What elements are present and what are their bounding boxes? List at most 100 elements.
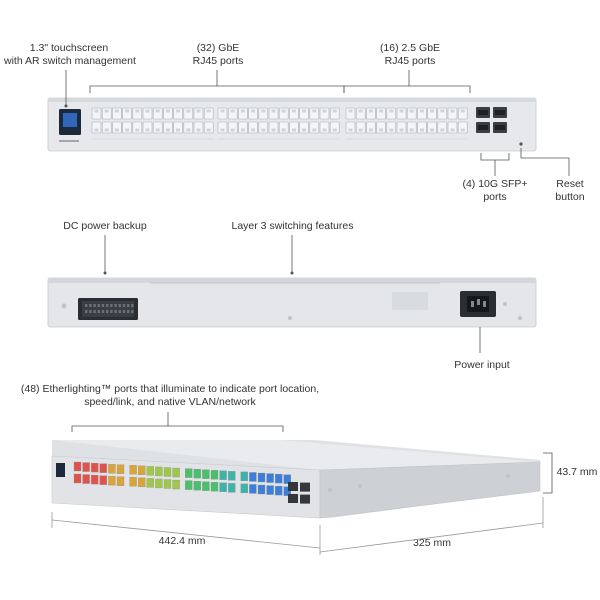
rj45-port[interactable] xyxy=(122,107,132,120)
rj45-port[interactable] xyxy=(183,121,194,134)
rj45-port[interactable] xyxy=(366,107,376,120)
etherlighting-port[interactable] xyxy=(193,480,201,491)
rj45-port[interactable] xyxy=(447,107,458,120)
rj45-port[interactable] xyxy=(376,107,386,120)
etherlighting-port[interactable] xyxy=(108,476,116,486)
etherlighting-port[interactable] xyxy=(163,467,172,477)
rj45-port[interactable] xyxy=(183,107,194,120)
rj45-port[interactable] xyxy=(299,121,309,134)
rj45-port[interactable] xyxy=(101,121,112,134)
rj45-port[interactable] xyxy=(142,121,153,134)
rj45-port[interactable] xyxy=(396,121,407,134)
rj45-port[interactable] xyxy=(163,107,173,120)
rj45-port[interactable] xyxy=(248,107,258,120)
etherlighting-port[interactable] xyxy=(275,485,283,496)
rj45-port[interactable] xyxy=(406,107,417,120)
rj45-port[interactable] xyxy=(193,107,204,120)
rj45-port[interactable] xyxy=(238,107,248,120)
rj45-port[interactable] xyxy=(248,121,258,134)
etherlighting-port[interactable] xyxy=(82,462,90,472)
rj45-port[interactable] xyxy=(417,107,427,120)
etherlighting-port[interactable] xyxy=(138,477,146,488)
rj45-port[interactable] xyxy=(132,107,143,120)
rj45-port[interactable] xyxy=(203,121,214,134)
etherlighting-port[interactable] xyxy=(240,471,248,482)
iso-sfp-port[interactable] xyxy=(300,482,310,492)
etherlighting-port[interactable] xyxy=(116,464,125,474)
rj45-port[interactable] xyxy=(289,107,299,120)
etherlighting-port[interactable] xyxy=(91,462,99,473)
rj45-port[interactable] xyxy=(447,121,458,134)
rj45-port[interactable] xyxy=(417,121,427,134)
etherlighting-port[interactable] xyxy=(138,465,146,476)
rj45-port[interactable] xyxy=(366,121,376,134)
iso-sfp-port[interactable] xyxy=(288,494,298,503)
rj45-port[interactable] xyxy=(376,121,386,134)
etherlighting-port[interactable] xyxy=(99,463,107,473)
rj45-port[interactable] xyxy=(152,107,163,120)
rj45-port[interactable] xyxy=(112,107,122,120)
etherlighting-port[interactable] xyxy=(163,479,172,489)
etherlighting-port[interactable] xyxy=(73,461,82,472)
etherlighting-port[interactable] xyxy=(172,479,180,490)
rj45-port[interactable] xyxy=(91,107,102,120)
etherlighting-port[interactable] xyxy=(275,473,283,484)
etherlighting-port[interactable] xyxy=(210,470,219,480)
etherlighting-port[interactable] xyxy=(146,478,154,488)
rj45-port[interactable] xyxy=(268,121,279,134)
rj45-port[interactable] xyxy=(238,121,248,134)
etherlighting-port[interactable] xyxy=(193,468,201,479)
iso-sfp-port[interactable] xyxy=(288,482,298,491)
etherlighting-port[interactable] xyxy=(283,474,291,484)
rj45-port[interactable] xyxy=(355,107,366,120)
rj45-port[interactable] xyxy=(163,121,173,134)
rj45-port[interactable] xyxy=(457,121,468,134)
rj45-port[interactable] xyxy=(173,107,183,120)
rj45-port[interactable] xyxy=(217,121,228,134)
etherlighting-port[interactable] xyxy=(91,474,99,485)
rj45-port[interactable] xyxy=(396,107,407,120)
rj45-port[interactable] xyxy=(193,121,204,134)
rj45-port[interactable] xyxy=(152,121,163,134)
etherlighting-port[interactable] xyxy=(210,482,219,492)
etherlighting-port[interactable] xyxy=(266,473,274,483)
etherlighting-port[interactable] xyxy=(283,486,291,496)
rj45-port[interactable] xyxy=(355,121,366,134)
rj45-port[interactable] xyxy=(437,107,448,120)
rj45-port[interactable] xyxy=(457,107,468,120)
rj45-port[interactable] xyxy=(227,121,238,134)
rj45-port[interactable] xyxy=(345,121,356,134)
rj45-port[interactable] xyxy=(278,121,289,134)
etherlighting-port[interactable] xyxy=(257,484,266,495)
etherlighting-port[interactable] xyxy=(155,466,163,477)
etherlighting-port[interactable] xyxy=(116,476,125,486)
rj45-port[interactable] xyxy=(203,107,214,120)
rj45-port[interactable] xyxy=(329,107,340,120)
etherlighting-port[interactable] xyxy=(73,473,82,484)
rj45-port[interactable] xyxy=(309,121,320,134)
rj45-port[interactable] xyxy=(319,121,330,134)
rj45-port[interactable] xyxy=(258,107,269,120)
etherlighting-port[interactable] xyxy=(99,475,107,485)
rj45-port[interactable] xyxy=(227,107,238,120)
rj45-port[interactable] xyxy=(406,121,417,134)
etherlighting-port[interactable] xyxy=(257,472,266,483)
rj45-port[interactable] xyxy=(289,121,299,134)
etherlighting-port[interactable] xyxy=(108,464,116,474)
iso-sfp-port[interactable] xyxy=(300,494,310,504)
rj45-port[interactable] xyxy=(258,121,269,134)
etherlighting-port[interactable] xyxy=(228,483,236,493)
reset-button[interactable] xyxy=(519,142,523,146)
etherlighting-port[interactable] xyxy=(202,469,210,479)
etherlighting-port[interactable] xyxy=(146,466,154,476)
rj45-port[interactable] xyxy=(437,121,448,134)
etherlighting-port[interactable] xyxy=(219,470,227,480)
rj45-port[interactable] xyxy=(386,107,397,120)
rj45-port[interactable] xyxy=(299,107,309,120)
rj45-port[interactable] xyxy=(173,121,183,134)
rj45-port[interactable] xyxy=(427,107,437,120)
etherlighting-port[interactable] xyxy=(240,483,248,494)
rj45-port[interactable] xyxy=(112,121,122,134)
etherlighting-port[interactable] xyxy=(129,465,137,475)
etherlighting-port[interactable] xyxy=(129,477,137,487)
